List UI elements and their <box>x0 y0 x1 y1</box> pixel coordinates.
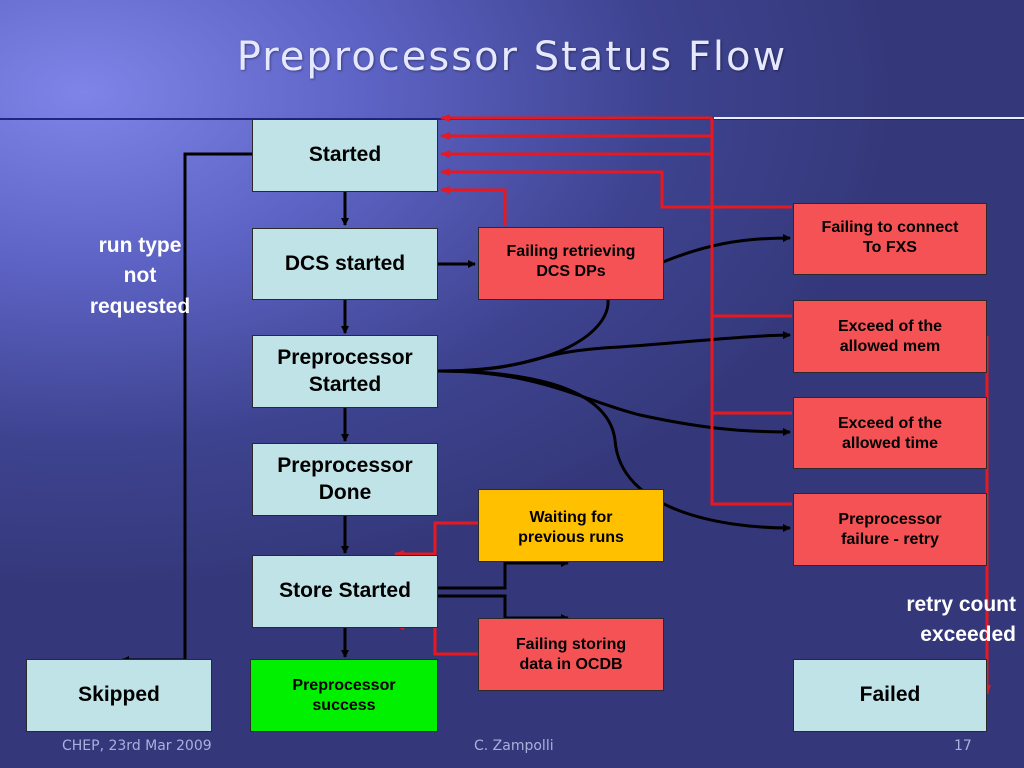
arrow-to-exceed-mem <box>437 331 791 373</box>
condition-failing-storing: Failing storing data in OCDB <box>478 618 664 691</box>
retry-arrows <box>394 114 991 695</box>
footer-page-number: 17 <box>954 738 972 754</box>
condition-waiting-previous-runs: Waiting for previous runs <box>478 489 664 562</box>
state-failed: Failed <box>793 659 987 732</box>
arrow-to-exceed-time <box>437 369 791 436</box>
footer-event-date: CHEP, 23rd Mar 2009 <box>62 738 212 754</box>
state-skipped: Skipped <box>26 659 212 732</box>
state-preprocessor-started: Preprocessor Started <box>252 335 438 408</box>
retry-from-failing-retrieving <box>440 186 507 225</box>
condition-failing-connect: Failing to connect To FXS <box>793 203 987 275</box>
condition-exceed-mem: Exceed of the allowed mem <box>793 300 987 373</box>
state-preprocessor-done: Preprocessor Done <box>252 443 438 516</box>
condition-failing-retrieving: Failing retrieving DCS DPs <box>478 227 664 300</box>
main-flow-arrows <box>121 152 791 664</box>
annotation-run-type-not-requested: run type not requested <box>89 234 191 318</box>
slide-title: Preprocessor Status Flow <box>236 34 788 80</box>
retry-from-failing-storing <box>394 622 478 656</box>
arrow-store-to-failing-storing <box>438 594 569 622</box>
state-started: Started <box>252 119 438 192</box>
arrow-to-preproc-failure <box>437 369 791 532</box>
arrow-store-to-waiting <box>438 559 569 590</box>
branch-to-failing-retrieving <box>437 299 610 373</box>
state-store-started: Store Started <box>252 555 438 628</box>
arrow-to-failing-connect <box>662 234 791 264</box>
retry-from-failing-connect <box>440 168 792 209</box>
retry-trunk <box>710 118 792 506</box>
title-divider-highlight <box>714 117 1024 119</box>
annotation-retry-count-exceeded: retry count exceeded <box>906 593 1016 647</box>
condition-preprocessor-failure-retry: Preprocessor failure - retry <box>793 493 987 566</box>
state-dcs-started: DCS started <box>252 228 438 300</box>
condition-exceed-time: Exceed of the allowed time <box>793 397 987 469</box>
arrow-started-to-skipped <box>121 152 252 664</box>
footer-author: C. Zampolli <box>474 738 554 754</box>
state-preprocessor-success: Preprocessor success <box>250 659 438 732</box>
retry-from-waiting <box>394 521 478 558</box>
